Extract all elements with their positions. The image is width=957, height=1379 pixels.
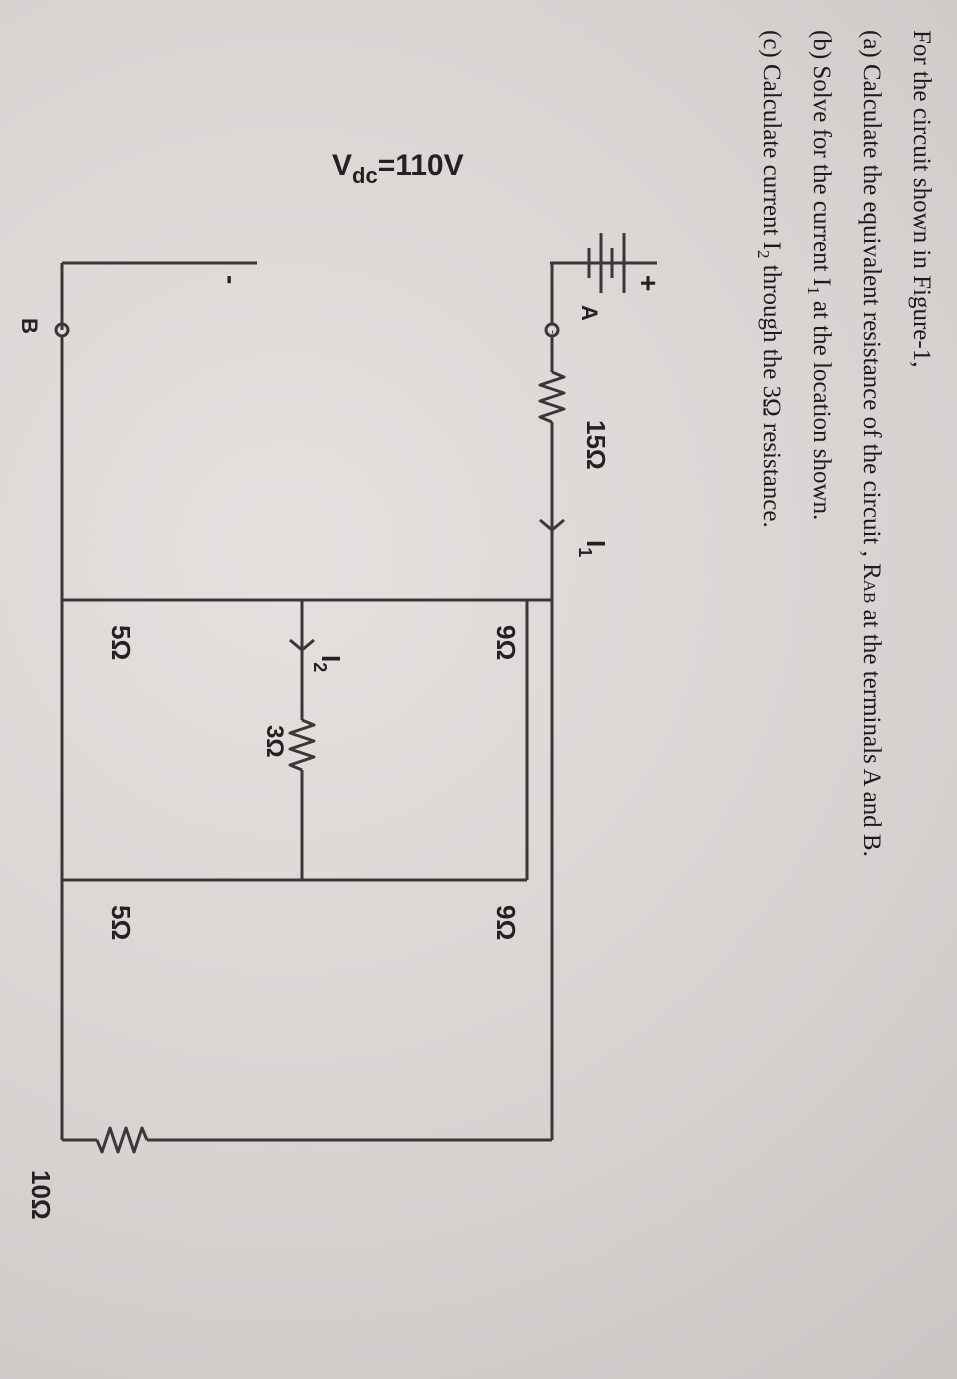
- resistor-3-ohm: [288, 718, 316, 772]
- arrow-i1: [539, 518, 565, 532]
- terminal-b-label: B: [17, 318, 42, 334]
- resistor-15-ohm: [538, 370, 566, 424]
- arrow-i2: [289, 638, 315, 652]
- plus-sign: +: [633, 275, 664, 291]
- resistor-10-ohm: [95, 1126, 149, 1154]
- terminal-a-label: A: [577, 305, 602, 321]
- r3-label: 3Ω: [261, 725, 288, 758]
- r15-label: 15Ω: [581, 420, 611, 470]
- minus-sign: -: [216, 275, 247, 284]
- r10-label: 10Ω: [26, 1170, 56, 1220]
- battery-symbol: [559, 233, 657, 293]
- r5-left-label: 5Ω: [106, 625, 136, 660]
- r9-left-label: 9Ω: [491, 625, 521, 660]
- source-label: Vdc=110V: [332, 149, 464, 188]
- r9-right-label: 9Ω: [491, 905, 521, 940]
- i2-label: I2: [310, 655, 346, 672]
- i1-label: I1: [575, 540, 611, 557]
- r5-right-label: 5Ω: [106, 905, 136, 940]
